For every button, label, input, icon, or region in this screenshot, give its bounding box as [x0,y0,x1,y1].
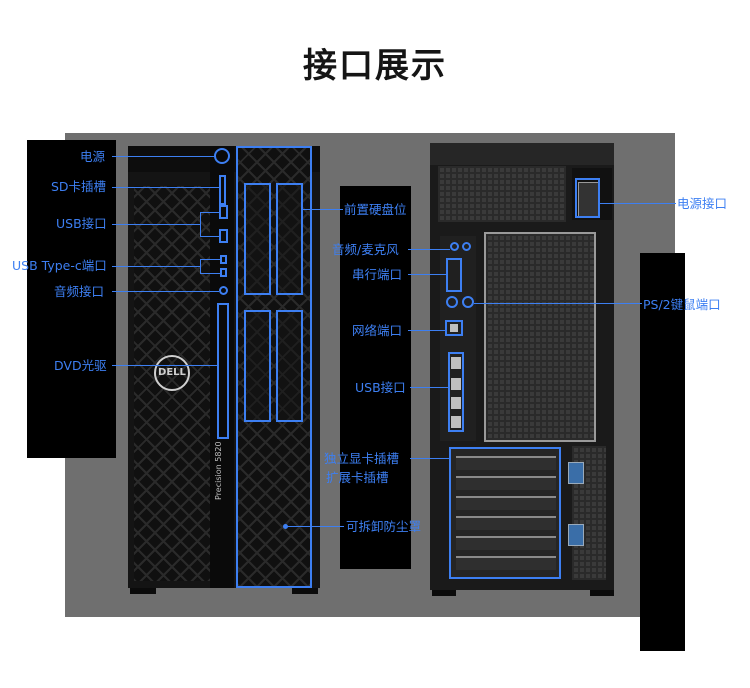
slot-latch-top[interactable] [568,462,584,484]
front-label-panel [27,140,116,458]
rear-main-vent [484,232,596,442]
serial-port[interactable] [446,258,462,292]
label-power-port: 电源接口 [677,196,728,211]
leader-sd-slot [112,187,219,188]
ps2-port-2[interactable] [462,296,474,308]
front-io-bezel [210,146,234,588]
leader-dvd [112,365,217,366]
leader-usb-typec-bottom [200,273,220,274]
rear-top-rim [430,143,614,165]
drive-bay-2 [276,183,303,295]
expansion-slot-1[interactable] [456,456,556,470]
label-gpu-slot: 独立显卡插槽 [324,451,400,466]
rear-usb-port-3[interactable] [451,397,461,409]
leader-usb-typec-top [200,259,220,260]
front-audio-jack[interactable] [219,286,228,295]
expansion-slot-4[interactable] [456,516,556,530]
leader-dust-filter [286,526,344,527]
label-audio-mic: 音频/麦克风 [332,242,399,257]
label-sd-slot: SD卡插槽 [51,179,107,194]
label-ps2-port: PS/2键鼠端口 [643,297,721,312]
power-button[interactable] [214,148,230,164]
front-foot-right [292,588,318,594]
leader-front-usb-bracket [200,212,201,236]
label-dust-filter: 可拆卸防尘罩 [346,519,422,534]
leader-front-drive-bay [303,209,343,210]
leader-gpu-slot [410,458,449,459]
label-rear-usb: USB接口 [355,380,406,395]
label-front-usb: USB接口 [56,216,107,231]
rear-usb-port-2[interactable] [451,378,461,390]
label-power: 电源 [80,149,106,164]
sd-card-slot[interactable] [219,175,226,205]
leader-rear-usb [410,387,448,388]
usb-typec-port-1[interactable] [220,255,227,264]
leader-network-port [408,330,445,331]
ps2-port-1[interactable] [446,296,458,308]
leader-power [112,156,214,157]
power-port[interactable] [575,178,600,218]
rear-audio-jack-2[interactable] [462,242,471,251]
dell-logo: DELL [154,355,190,391]
usb-typec-port-2[interactable] [220,268,227,277]
front-foot-left [130,588,156,594]
label-serial-port: 串行端口 [352,267,403,282]
leader-audio-mic [408,249,450,250]
middle-label-panel [340,186,411,569]
rear-audio-jack-1[interactable] [450,242,459,251]
label-network-port: 网络端口 [352,323,403,338]
rear-usb-port-1[interactable] [451,357,461,369]
page-title: 接口展示 [303,46,447,86]
leader-front-usb [112,224,200,225]
dvd-drive[interactable] [217,303,229,439]
rear-foot-right [590,590,614,596]
rear-foot-left [432,590,456,596]
expansion-slot-2[interactable] [456,476,556,490]
front-usb-port-1[interactable] [219,205,228,219]
slot-latch-bottom[interactable] [568,524,584,546]
rear-usb-group[interactable] [448,352,464,432]
leader-usb-typec [112,266,200,267]
expansion-slot-5[interactable] [456,536,556,550]
rear-top-vent [438,166,566,222]
label-dvd: DVD光驱 [54,358,107,373]
network-port-jack [450,324,458,332]
leader-power-port [600,203,676,204]
label-usb-typec: USB Type-c端口 [12,258,107,273]
expansion-slot-3[interactable] [456,496,556,510]
leader-serial-port [408,274,446,275]
rear-label-panel [640,253,685,651]
front-usb-port-2[interactable] [219,229,228,243]
leader-front-usb-top [200,212,219,213]
leader-ps2-port [474,303,642,304]
label-expansion-slot: 扩展卡插槽 [326,470,389,485]
rear-usb-port-4[interactable] [451,416,461,428]
drive-bay-4 [276,310,303,422]
label-front-audio: 音频接口 [54,284,105,299]
leader-front-audio [112,291,219,292]
leader-front-usb-bottom [200,236,219,237]
network-port[interactable] [445,320,463,336]
leader-usb-typec-bracket [200,259,201,273]
expansion-slot-6[interactable] [456,556,556,570]
drive-bay-1 [244,183,271,295]
drive-bay-3 [244,310,271,422]
model-tag: Precision 5820 [214,441,223,500]
label-front-drive-bay: 前置硬盘位 [344,202,407,217]
dust-filter-marker [283,524,288,529]
